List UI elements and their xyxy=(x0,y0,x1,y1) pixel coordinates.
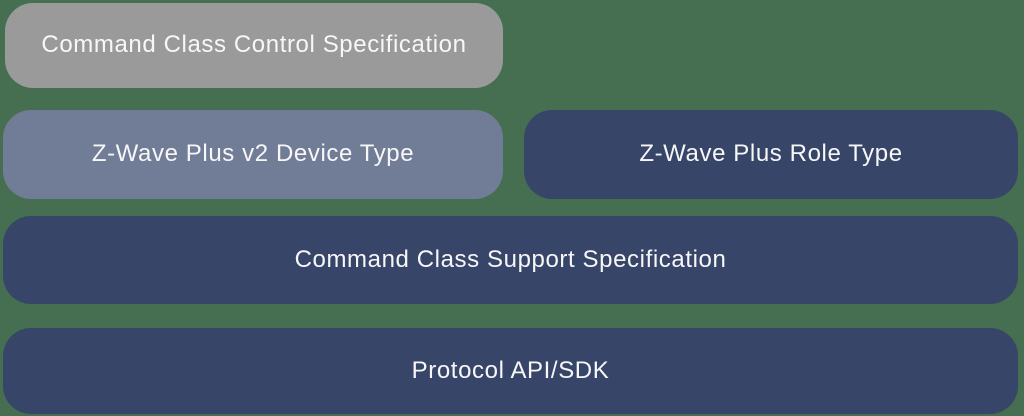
command-class-control-box: Command Class Control Specification xyxy=(5,3,503,88)
role-type-label: Z-Wave Plus Role Type xyxy=(639,140,903,168)
role-type-box: Z-Wave Plus Role Type xyxy=(524,110,1018,199)
protocol-api-sdk-box: Protocol API/SDK xyxy=(3,328,1018,414)
command-class-support-label: Command Class Support Specification xyxy=(294,245,727,273)
command-class-control-label: Command Class Control Specification xyxy=(41,31,467,59)
device-type-box: Z-Wave Plus v2 Device Type xyxy=(3,110,503,199)
command-class-support-box: Command Class Support Specification xyxy=(3,216,1018,304)
protocol-api-sdk-label: Protocol API/SDK xyxy=(411,356,610,384)
device-type-label: Z-Wave Plus v2 Device Type xyxy=(91,140,415,168)
